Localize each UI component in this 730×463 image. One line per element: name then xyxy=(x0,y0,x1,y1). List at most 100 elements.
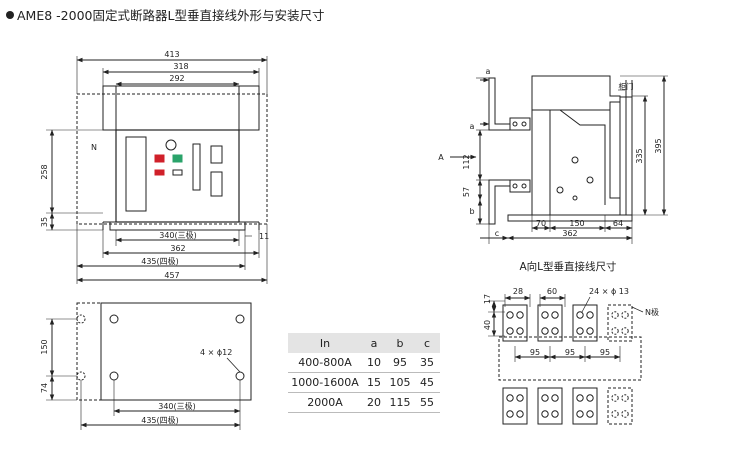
dim-318: 318 xyxy=(173,62,188,71)
terminal-hole xyxy=(586,327,594,335)
a-view-base-outline xyxy=(498,336,642,381)
four-pole-outline xyxy=(76,93,268,225)
terminal-hole xyxy=(611,394,619,402)
terminal-hole xyxy=(516,327,524,335)
window-lower xyxy=(210,171,223,197)
label-terminal-holes: 24 × ϕ 13 xyxy=(589,287,629,296)
terminal-hole xyxy=(576,327,584,335)
terminal-hole xyxy=(621,394,629,402)
table-row: 2000A 20 115 55 xyxy=(288,392,440,413)
mounting-view xyxy=(46,302,252,430)
dim-150: 150 xyxy=(569,219,584,228)
label-n-pole: N极 xyxy=(645,307,659,317)
dim-70: 70 xyxy=(536,219,546,228)
cell: 2000A xyxy=(288,392,362,413)
terminal-hole xyxy=(586,394,594,402)
dim-17: 17 xyxy=(483,294,492,304)
on-button xyxy=(172,154,183,163)
terminal-hole xyxy=(541,311,549,319)
label-a-direction: A xyxy=(438,153,444,162)
dim-a-top: a xyxy=(486,67,491,76)
dim-340-three-pole: 340(三极) xyxy=(159,230,197,240)
spec-table: In a b c 400-800A 10 95 35 1000-1600A 15… xyxy=(288,333,440,413)
dim-95-b: 95 xyxy=(565,348,575,357)
cell: 10 xyxy=(362,353,386,373)
dim-335: 335 xyxy=(635,148,644,163)
dim-40: 40 xyxy=(483,320,492,330)
terminal-hole xyxy=(586,410,594,418)
cell: 105 xyxy=(386,372,414,393)
dim-a: a xyxy=(470,122,475,131)
side-view xyxy=(450,75,668,244)
terminal-hole xyxy=(506,327,514,335)
terminal-block-bottom xyxy=(607,387,633,425)
header-a: a xyxy=(362,333,386,353)
label-holes: 4 × ϕ12 xyxy=(200,348,232,357)
display-window xyxy=(125,136,147,212)
handle-slot xyxy=(192,143,201,191)
terminal-hole xyxy=(506,394,514,402)
terminal-block-bottom xyxy=(502,387,528,425)
label-cabinet-door: 柜门 xyxy=(619,81,634,91)
terminal-hole xyxy=(621,311,629,319)
header-b: b xyxy=(386,333,414,353)
terminal-hole xyxy=(551,410,559,418)
terminal-block-top xyxy=(607,304,633,342)
terminal-hole xyxy=(541,394,549,402)
front-panel xyxy=(115,129,240,223)
cell: 45 xyxy=(414,372,440,393)
dim-35: 35 xyxy=(40,217,49,227)
terminal-hole xyxy=(611,327,619,335)
dim-95-a: 95 xyxy=(530,348,540,357)
dim-362-side: 362 xyxy=(562,229,577,238)
terminal-hole xyxy=(506,311,514,319)
dim-28: 28 xyxy=(513,287,523,296)
cell: 15 xyxy=(362,372,386,393)
terminal-block-bottom xyxy=(537,387,563,425)
terminal-hole xyxy=(576,410,584,418)
dim-258: 258 xyxy=(40,164,49,179)
dim-c: c xyxy=(495,229,499,238)
label-n: N xyxy=(91,143,97,152)
terminal-hole xyxy=(576,311,584,319)
terminal-hole xyxy=(551,394,559,402)
cell: 400-800A xyxy=(288,353,362,373)
terminal-hole xyxy=(611,410,619,418)
side-body xyxy=(531,75,621,216)
window-upper xyxy=(210,145,223,164)
dim-435-mount: 435(四极) xyxy=(141,415,179,425)
indicator-white xyxy=(172,169,183,176)
terminal-block-top xyxy=(502,304,528,342)
mounting-plate xyxy=(100,302,252,401)
spec-table-header: In a b c xyxy=(288,333,440,353)
terminal-hole xyxy=(621,410,629,418)
table-row: 1000-1600A 15 105 45 xyxy=(288,372,440,393)
dim-74: 74 xyxy=(40,383,49,393)
cell: 1000-1600A xyxy=(288,372,362,393)
bullet-icon xyxy=(6,11,14,19)
dim-413: 413 xyxy=(164,50,179,59)
terminal-hole xyxy=(611,311,619,319)
terminal-hole xyxy=(576,394,584,402)
knob-icon xyxy=(165,139,177,151)
four-pole-extension xyxy=(76,302,102,401)
dim-95-c: 95 xyxy=(600,348,610,357)
dim-292: 292 xyxy=(169,74,184,83)
front-view xyxy=(46,56,268,284)
terminal-hole xyxy=(516,311,524,319)
terminal-hole xyxy=(551,311,559,319)
header-c: c xyxy=(414,333,440,353)
cell: 35 xyxy=(414,353,440,373)
dim-435-four-pole: 435(四极) xyxy=(141,256,179,266)
dim-362: 362 xyxy=(170,244,185,253)
drawing-title-text: AME8 -2000固定式断路器L型垂直接线外形与安装尺寸 xyxy=(17,8,325,23)
dim-112: 112 xyxy=(462,154,471,169)
dim-340-mount: 340(三极) xyxy=(158,401,196,411)
off-button xyxy=(154,154,165,163)
cell: 55 xyxy=(414,392,440,413)
dim-457: 457 xyxy=(164,271,179,280)
indicator-red xyxy=(154,169,165,176)
table-row: 400-800A 10 95 35 xyxy=(288,353,440,373)
terminal-hole xyxy=(516,394,524,402)
dim-b: b xyxy=(469,207,474,216)
